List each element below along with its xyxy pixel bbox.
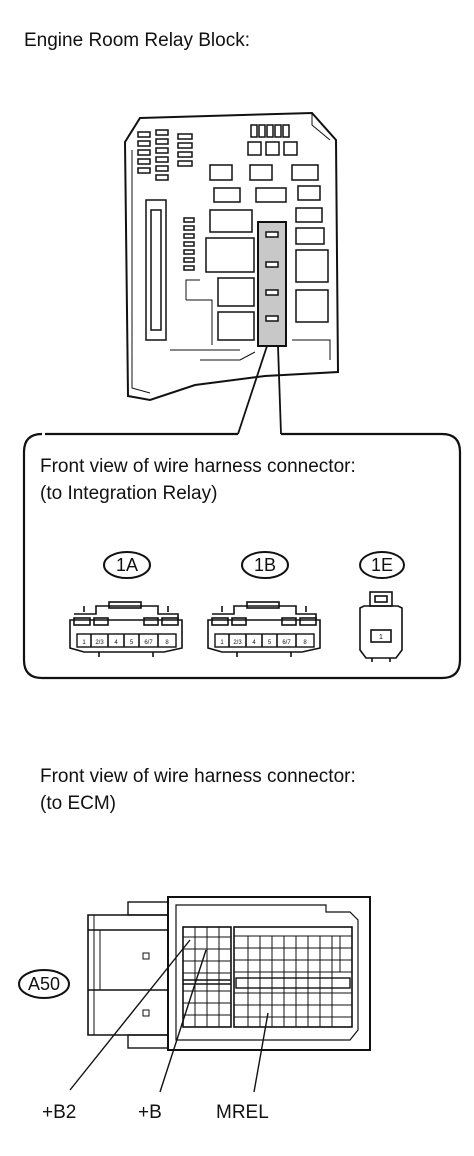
connector-1a — [69, 601, 183, 657]
terminal-label-b2: +B2 — [42, 1102, 76, 1123]
ecm-connector-id-badge — [18, 969, 70, 999]
relay-block-drawing — [123, 111, 340, 402]
terminal-label-mrel: MREL — [216, 1102, 269, 1123]
pin-label: 8 — [165, 640, 169, 646]
connector-1e-id-badge — [359, 551, 405, 579]
callout-subheading: (to Integration Relay) — [40, 483, 218, 504]
terminal-label-b: +B — [138, 1102, 162, 1123]
pin-label: 2/3 — [95, 640, 104, 646]
pin-label: 5 — [268, 640, 272, 646]
relay-block-title: Engine Room Relay Block: — [24, 30, 250, 51]
pin-label: 6/7 — [282, 640, 291, 646]
connector-1a-id-badge — [103, 551, 151, 579]
pin-label: 1 — [82, 640, 86, 646]
ecm-connector-id: A50 — [28, 974, 60, 994]
ecm-heading: Front view of wire harness connector: — [40, 766, 356, 787]
connector-1b — [207, 601, 321, 657]
pin-label: 5 — [130, 640, 134, 646]
connector-1a-id: 1A — [116, 555, 138, 575]
connector-1e — [359, 591, 403, 662]
connector-1e-id: 1E — [371, 555, 393, 575]
pin-label: 6/7 — [144, 640, 153, 646]
callout-box — [22, 432, 462, 680]
callout-heading: Front view of wire harness connector: — [40, 456, 356, 477]
terminal-mrel-leader — [253, 1012, 269, 1093]
pin-label: 4 — [252, 640, 256, 646]
terminal-b2-leader — [69, 939, 191, 1091]
ecm-subheading: (to ECM) — [40, 793, 116, 814]
ecm-connector-a50 — [87, 896, 371, 1051]
pin-label: 1 — [379, 634, 383, 641]
pin-label: 4 — [114, 640, 118, 646]
connector-1b-id-badge — [241, 551, 289, 579]
terminal-b-leader — [159, 949, 207, 1093]
pin-label: 8 — [303, 640, 307, 646]
connector-1b-id: 1B — [254, 555, 276, 575]
callout-leader — [237, 345, 268, 435]
pin-label: 1 — [220, 640, 224, 646]
pin-label: 2/3 — [233, 640, 242, 646]
